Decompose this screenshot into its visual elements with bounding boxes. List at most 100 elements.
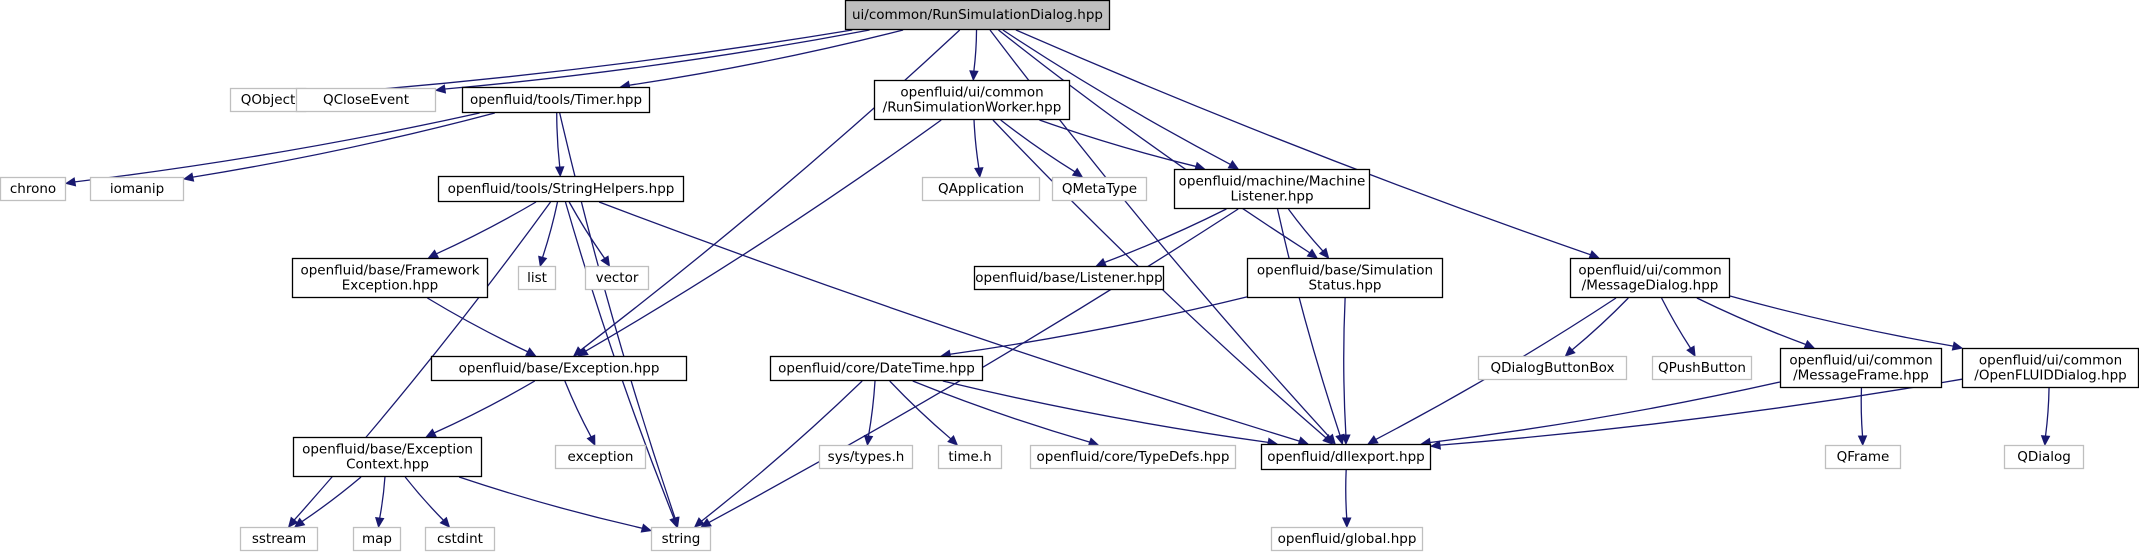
- edge-machinelistener-to-listener: [1104, 208, 1227, 263]
- arrowhead-runworker-to-dllexport: [1322, 433, 1334, 445]
- edge-messagedialog-to-qdialogbuttonbox: [1571, 297, 1629, 351]
- edge-ofdialog-to-qdialog: [2044, 387, 2050, 437]
- node-timer-label: openfluid/tools/Timer.hpp: [470, 92, 642, 108]
- node-cstdint: cstdint: [424, 526, 496, 552]
- arrowhead-root-to-messagedialog: [1588, 250, 1601, 259]
- node-excontext-box: [292, 436, 483, 478]
- node-simstatus-label: Status.hpp: [1308, 278, 1381, 294]
- arrowhead-timer-to-stringhelpers: [554, 166, 565, 178]
- node-datetime-label: openfluid/core/DateTime.hpp: [778, 361, 975, 377]
- edge-runworker-to-qapplication: [973, 119, 980, 169]
- edge-runworker-to-machinelistener: [1039, 119, 1197, 168]
- node-messageframe[interactable]: openfluid/ui/common/MessageFrame.hpp: [1779, 347, 1943, 389]
- node-root[interactable]: ui/common/RunSimulationDialog.hpp: [844, 0, 1111, 31]
- node-qdialog-box: [2003, 444, 2085, 470]
- node-qmetatype-box: [1051, 176, 1148, 202]
- arrowhead-fwexception-to-exception: [525, 347, 537, 357]
- node-sstream: sstream: [239, 526, 319, 552]
- node-runworker[interactable]: openfluid/ui/common/RunSimulationWorker.…: [873, 79, 1071, 121]
- arrowhead-messagedialog-to-qpushbutton: [1686, 345, 1696, 358]
- node-global: openfluid/global.hpp: [1270, 526, 1424, 552]
- arrowhead-excontext-to-string: [640, 523, 653, 533]
- edge-simstatus-to-datetime: [949, 296, 1248, 355]
- edge-excontext-to-sstream: [301, 476, 362, 523]
- arrowhead-runworker-to-qapplication: [974, 167, 984, 179]
- node-listener-label: openfluid/base/Listener.hpp: [975, 270, 1162, 286]
- node-timeh-label: time.h: [948, 449, 991, 465]
- arrowhead-timer-to-chrono: [64, 177, 77, 187]
- edge-datetime-to-timeh: [889, 380, 952, 440]
- arrowhead-datetime-to-string: [693, 517, 706, 528]
- node-messageframe-box: [1779, 347, 1943, 389]
- arrowhead-root-to-runworker: [969, 70, 979, 82]
- node-stringhelpers-box: [437, 175, 685, 203]
- edge-stringhelpers-to-list: [541, 201, 559, 258]
- node-messagedialog-box: [1569, 257, 1731, 299]
- node-stringhelpers[interactable]: openfluid/tools/StringHelpers.hpp: [437, 175, 685, 203]
- node-string: string: [650, 526, 712, 552]
- edge-excontext-to-map: [379, 476, 386, 519]
- node-machinelistener-box: [1173, 168, 1371, 210]
- arrowhead-stringhelpers-to-list: [538, 255, 548, 268]
- node-timer[interactable]: openfluid/tools/Timer.hpp: [461, 86, 651, 114]
- node-qapplication: QApplication: [921, 176, 1041, 202]
- node-timeh-box: [937, 444, 1003, 470]
- node-timeh: time.h: [937, 444, 1003, 470]
- node-list: list: [517, 265, 557, 291]
- node-ofdialog[interactable]: openfluid/ui/common/OpenFLUIDDialog.hpp: [1961, 347, 2139, 389]
- node-messageframe-label: openfluid/ui/common: [1789, 353, 1932, 369]
- node-datetime[interactable]: openfluid/core/DateTime.hpp: [769, 355, 984, 382]
- node-dllexport[interactable]: openfluid/dllexport.hpp: [1260, 443, 1432, 471]
- node-chrono-box: [0, 176, 67, 202]
- node-map-label: map: [362, 531, 392, 547]
- edge-machinelistener-to-dllexport: [1276, 208, 1341, 436]
- arrowhead-runworker-to-qmetatype: [1071, 167, 1084, 178]
- node-list-box: [517, 265, 557, 291]
- edge-messageframe-to-dllexport: [1430, 381, 1781, 444]
- edge-timer-to-stringhelpers: [556, 112, 561, 168]
- edges-layer: [64, 29, 2051, 533]
- node-exception-box: [430, 355, 688, 382]
- edge-stringhelpers-to-sstream: [293, 201, 552, 521]
- arrowhead-stringhelpers-to-sstream: [287, 516, 299, 528]
- node-messagedialog[interactable]: openfluid/ui/common/MessageDialog.hpp: [1569, 257, 1731, 299]
- node-qframe-label: QFrame: [1837, 449, 1890, 465]
- arrowhead-messagedialog-to-qdialogbuttonbox: [1564, 346, 1576, 357]
- arrowhead-root-to-qcloseevent: [434, 84, 447, 94]
- node-dllexport-box: [1260, 443, 1432, 471]
- arrowhead-exception-to-excontext: [425, 428, 437, 438]
- node-listener[interactable]: openfluid/base/Listener.hpp: [973, 265, 1165, 291]
- arrowhead-machinelistener-to-listener: [1095, 257, 1107, 267]
- node-fwexception-label: openfluid/base/Framework: [300, 263, 479, 279]
- edge-excontext-to-cstdint: [404, 476, 444, 521]
- node-typedefs-box: [1029, 444, 1237, 470]
- node-qpushbutton: QPushButton: [1651, 355, 1753, 381]
- arrowhead-stringhelpers-to-fwexception: [427, 249, 440, 259]
- edge-runworker-to-exception: [585, 119, 942, 352]
- node-simstatus-box: [1246, 257, 1444, 299]
- arrowhead-root-to-machinelistener: [1227, 160, 1240, 170]
- arrowhead-messagedialog-to-ofdialog: [1951, 341, 1964, 351]
- node-qdialog: QDialog: [2003, 444, 2085, 470]
- edge-excontext-to-string: [458, 476, 643, 529]
- node-string-box: [650, 526, 712, 552]
- node-sstream-box: [239, 526, 319, 552]
- node-map-box: [352, 526, 402, 552]
- edge-exception-to-stdexception: [564, 380, 592, 438]
- node-qframe: QFrame: [1824, 444, 1902, 470]
- edge-messagedialog-to-qpushbutton: [1660, 297, 1692, 349]
- node-exception[interactable]: openfluid/base/Exception.hpp: [430, 355, 688, 382]
- node-listener-box: [973, 265, 1165, 291]
- node-excontext-label: Context.hpp: [346, 457, 429, 473]
- edge-stringhelpers-to-dllexport: [598, 201, 1300, 442]
- arrowhead-datetime-to-systypes: [863, 435, 874, 447]
- edge-exception-to-excontext: [433, 380, 536, 434]
- arrowhead-stringhelpers-to-dllexport: [1297, 436, 1310, 446]
- node-runworker-label: /RunSimulationWorker.hpp: [883, 100, 1062, 116]
- node-qcloseevent: QCloseEvent: [295, 87, 437, 113]
